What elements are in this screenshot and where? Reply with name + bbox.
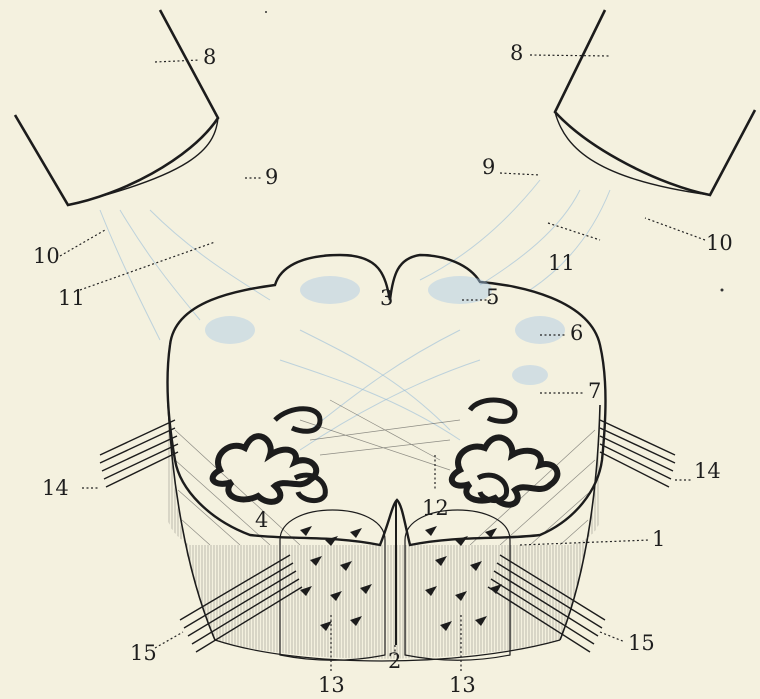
ink-speck bbox=[265, 11, 267, 13]
label-9-right: 9 bbox=[482, 155, 495, 179]
label-8-left: 8 bbox=[203, 45, 216, 69]
label-15-right: 15 bbox=[628, 631, 655, 655]
right-grey-horn-upper bbox=[470, 400, 515, 421]
fiber-tracts bbox=[100, 180, 610, 450]
label-6: 6 bbox=[570, 321, 583, 345]
label-3: 3 bbox=[380, 286, 393, 310]
left-grey-horn-upper bbox=[275, 409, 320, 432]
label-10-right: 10 bbox=[706, 231, 733, 255]
root-bundle-14-left bbox=[100, 420, 178, 487]
label-9-left: 9 bbox=[265, 165, 278, 189]
root-bundle-14-right bbox=[600, 420, 675, 487]
left-grey-horn bbox=[213, 436, 317, 502]
label-10-left: 10 bbox=[33, 244, 60, 268]
right-block bbox=[555, 10, 755, 195]
label-2: 2 bbox=[388, 649, 401, 673]
label-12: 12 bbox=[422, 496, 449, 520]
label-8-right: 8 bbox=[510, 41, 523, 65]
label-11-left: 11 bbox=[58, 286, 85, 310]
label-13-right: 13 bbox=[449, 673, 476, 697]
right-block-cut-face bbox=[555, 112, 710, 195]
left-block bbox=[15, 10, 218, 205]
label-11-right: 11 bbox=[548, 251, 575, 275]
ink-speck bbox=[721, 289, 724, 292]
label-14-right: 14 bbox=[694, 459, 721, 483]
label-15-left: 15 bbox=[130, 641, 157, 665]
label-5: 5 bbox=[486, 285, 499, 309]
label-7: 7 bbox=[588, 379, 601, 403]
label-4: 4 bbox=[255, 508, 268, 532]
label-1: 1 bbox=[652, 527, 665, 551]
left-block-cut-face bbox=[68, 118, 218, 205]
label-14-left: 14 bbox=[42, 476, 69, 500]
label-13-left: 13 bbox=[318, 673, 345, 697]
